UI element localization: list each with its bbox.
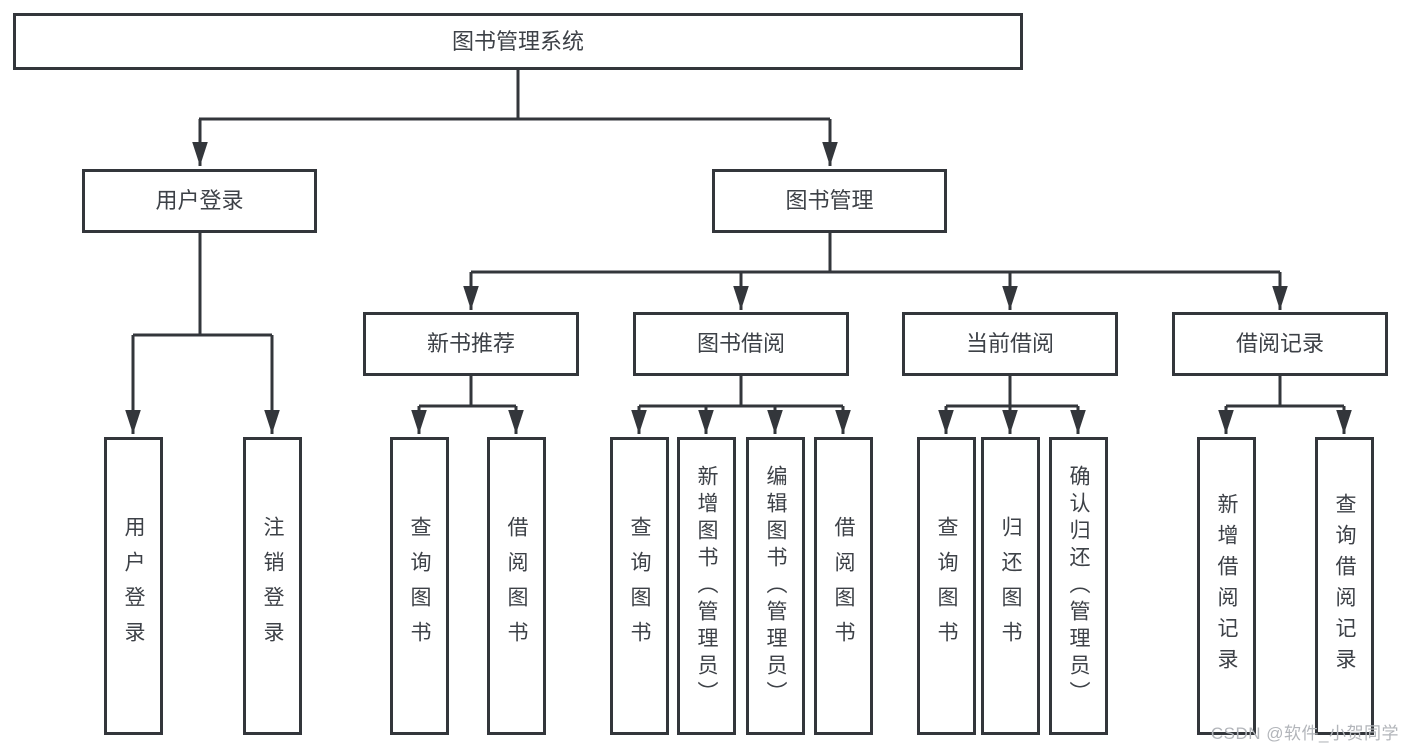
node-v-edit-book: 编辑图书（管理员） bbox=[746, 437, 805, 735]
node-label: 编辑图书（管理员） bbox=[764, 464, 787, 708]
node-label: 当前借阅 bbox=[965, 331, 1054, 356]
node-v-confirm-return: 确认归还（管理员） bbox=[1049, 437, 1108, 735]
node-label: 注销登录 bbox=[261, 516, 284, 656]
node-new-book-recommend: 新书推荐 bbox=[363, 312, 579, 376]
node-label: 借阅图书 bbox=[505, 516, 528, 656]
watermark: CSDN @软件_小贺同学 bbox=[1210, 724, 1399, 743]
node-label: 查询借阅记录 bbox=[1333, 493, 1356, 679]
node-book-management: 图书管理 bbox=[712, 169, 947, 233]
node-user-login-group: 用户登录 bbox=[82, 169, 317, 233]
node-v-add-borrow-record: 新增借阅记录 bbox=[1197, 437, 1256, 735]
node-label: 图书借阅 bbox=[696, 331, 785, 356]
node-label: 图书管理系统 bbox=[451, 28, 584, 54]
node-label: 借阅图书 bbox=[832, 516, 855, 656]
node-label: 归还图书 bbox=[999, 516, 1022, 656]
node-v-borrow-book-1: 借阅图书 bbox=[487, 437, 546, 735]
node-label: 用户登录 bbox=[155, 188, 244, 213]
node-label: 用户登录 bbox=[122, 516, 145, 656]
node-label: 新增借阅记录 bbox=[1215, 493, 1238, 679]
node-label: 图书管理 bbox=[785, 188, 874, 213]
node-label: 确认归还（管理员） bbox=[1067, 464, 1090, 708]
node-root: 图书管理系统 bbox=[13, 13, 1023, 70]
node-borrow-records: 借阅记录 bbox=[1172, 312, 1388, 376]
node-v-query-borrow-record: 查询借阅记录 bbox=[1315, 437, 1374, 735]
node-label: 借阅记录 bbox=[1235, 331, 1324, 356]
node-v-borrow-book-2: 借阅图书 bbox=[814, 437, 873, 735]
node-v-query-book-3: 查询图书 bbox=[917, 437, 976, 735]
node-v-return-book: 归还图书 bbox=[981, 437, 1040, 735]
node-label: 查询图书 bbox=[408, 516, 431, 656]
node-label: 新增图书（管理员） bbox=[695, 464, 718, 708]
node-label: 查询图书 bbox=[628, 516, 651, 656]
node-v-logout: 注销登录 bbox=[243, 437, 302, 735]
node-book-borrow: 图书借阅 bbox=[633, 312, 849, 376]
node-v-query-book-1: 查询图书 bbox=[390, 437, 449, 735]
node-current-borrow: 当前借阅 bbox=[902, 312, 1118, 376]
node-v-user-login: 用户登录 bbox=[104, 437, 163, 735]
node-label: 查询图书 bbox=[935, 516, 958, 656]
node-v-query-book-2: 查询图书 bbox=[610, 437, 669, 735]
node-label: 新书推荐 bbox=[426, 331, 515, 356]
node-v-add-book: 新增图书（管理员） bbox=[677, 437, 736, 735]
